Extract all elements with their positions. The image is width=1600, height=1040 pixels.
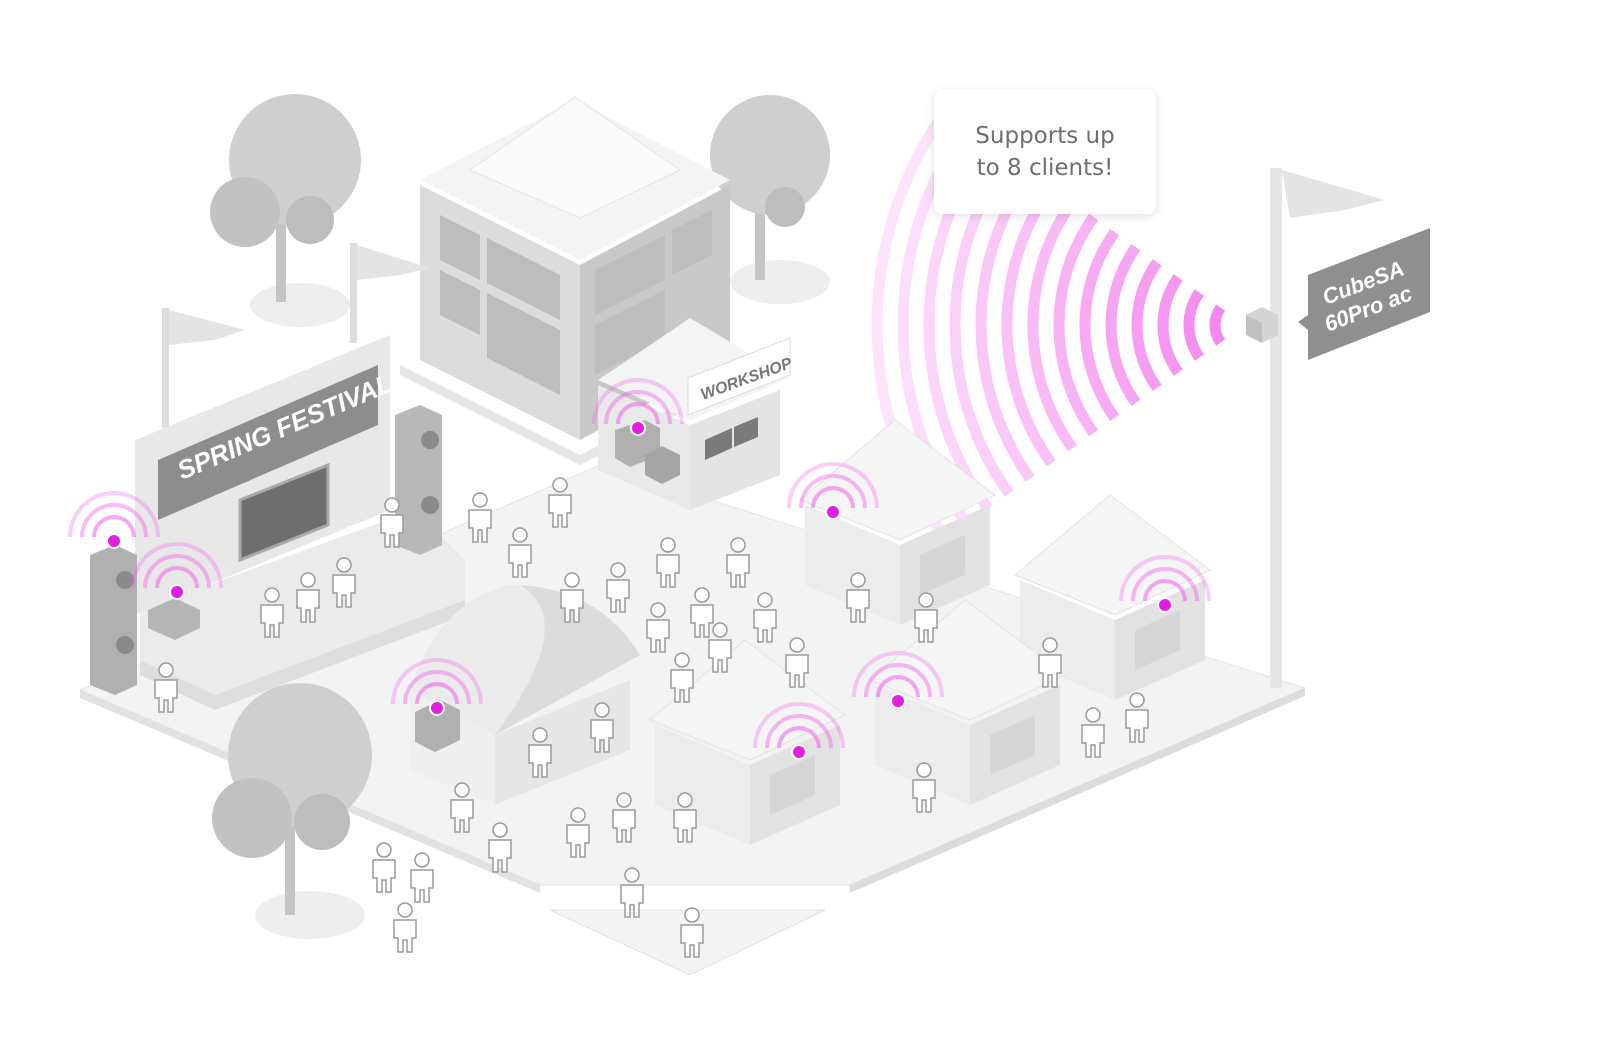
tree-icon [710, 95, 830, 280]
signal-wave-arc [1079, 228, 1120, 422]
signal-wave-arc [1209, 304, 1226, 346]
client-signal [753, 702, 845, 760]
callout-line2: to 8 clients! [976, 155, 1114, 181]
wifi-arc-icon [1143, 579, 1187, 602]
person-icon [372, 842, 396, 893]
callout-line1: Supports up [975, 123, 1115, 149]
market-booth [799, 419, 996, 625]
tree-icon [212, 683, 372, 915]
access-point-device [1246, 307, 1278, 343]
wifi-arc-icon [68, 491, 160, 538]
person-icon [393, 902, 417, 953]
wifi-arc-icon [92, 515, 136, 538]
signal-wave-arc [1053, 213, 1099, 437]
wifi-arc-icon [143, 554, 211, 589]
wifi-arc-icon [80, 503, 148, 538]
client-signal [68, 491, 160, 549]
callout-bubble: Supports up to 8 clients! [934, 90, 1156, 214]
wifi-arc-icon [155, 566, 199, 589]
client-signal [131, 542, 223, 600]
client-signal [592, 378, 684, 436]
mixer-device [148, 598, 200, 640]
wifi-arc-icon [799, 474, 867, 509]
wifi-arc-icon [787, 462, 879, 509]
client-dot-icon [630, 420, 646, 436]
wifi-arc-icon [753, 702, 845, 749]
client-signal [787, 462, 879, 520]
wifi-arc-icon [1131, 567, 1199, 602]
client-dot-icon [791, 744, 807, 760]
client-dot-icon [106, 533, 122, 549]
flag-icon [350, 243, 430, 343]
wifi-arc-icon [765, 714, 833, 749]
flag-icon [162, 308, 245, 428]
wifi-arc-icon [811, 486, 855, 509]
signal-wave-arc [1183, 289, 1205, 361]
client-signal [852, 651, 944, 709]
wifi-arc-icon [391, 658, 483, 705]
workshop-tent: WORKSHOP [598, 318, 795, 510]
signal-wave-arc [1027, 198, 1077, 452]
device-label-sign: CubeSA 60Pro ac [1298, 228, 1430, 360]
wifi-arc-icon [131, 542, 223, 589]
client-signal [1119, 555, 1211, 613]
signal-wave-arc [1105, 243, 1141, 407]
flag-pole-ap [1270, 168, 1385, 688]
signal-wave-arc [1131, 259, 1162, 391]
client-dot-icon [890, 693, 906, 709]
wifi-arc-icon [592, 378, 684, 425]
wifi-arc-icon [852, 651, 944, 698]
client-dot-icon [169, 584, 185, 600]
wifi-arc-icon [604, 390, 672, 425]
wifi-arc-icon [1119, 555, 1211, 602]
plaza-ground-edge-right [850, 688, 1305, 893]
signal-wave-arc [1001, 183, 1056, 467]
client-dot-icon [1157, 597, 1173, 613]
speaker-icon [395, 405, 442, 555]
office-building [400, 96, 745, 465]
wifi-arc-icon [403, 670, 471, 705]
client-signal [391, 658, 483, 716]
client-dot-icon [429, 700, 445, 716]
wifi-arc-icon [864, 663, 932, 698]
speaker-icon [90, 545, 137, 695]
client-dot-icon [825, 504, 841, 520]
wifi-arc-icon [777, 726, 821, 749]
signal-wave-arc [1157, 274, 1183, 376]
wifi-arc-icon [415, 682, 459, 705]
person-icon [410, 852, 434, 903]
wifi-arc-icon [616, 402, 660, 425]
wifi-arc-icon [876, 675, 920, 698]
tree-icon [210, 94, 361, 302]
